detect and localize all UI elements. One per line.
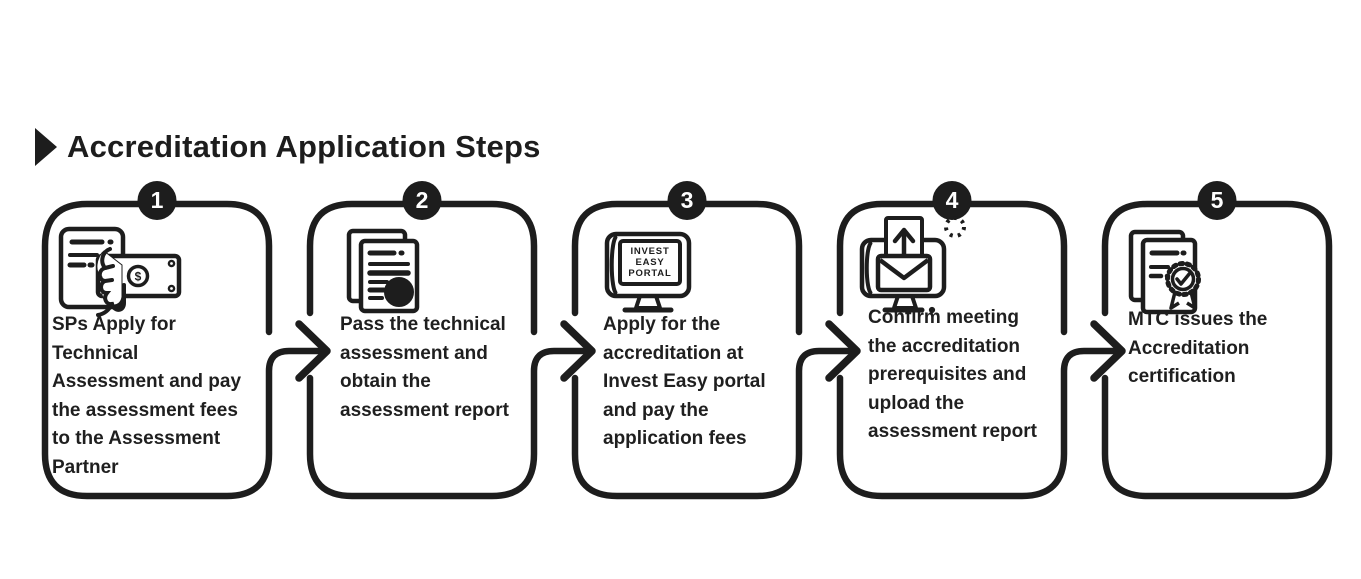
step-card-1: 1 $ SPs Apply for Te <box>42 181 272 499</box>
step-badge-5: 5 <box>1197 181 1237 220</box>
certificate-icon <box>1125 228 1213 318</box>
step-description-4: Confirm meeting the accreditation prereq… <box>868 307 1037 442</box>
step-description-1: SPs Apply for Technical Assessment and p… <box>52 314 242 478</box>
box-outline-3-bottom <box>571 347 857 500</box>
payment-hand-icon: $ <box>57 225 183 317</box>
box-outline-1 <box>41 200 327 500</box>
step-badge-4: 4 <box>932 181 972 220</box>
assessment-report-icon <box>337 228 423 314</box>
title-bullet-icon <box>35 128 57 166</box>
flow-arrow-1 <box>295 320 331 382</box>
box-outline-4-bottom <box>836 347 1122 500</box>
step-description-3: Apply for the accreditation at Invest Ea… <box>603 314 766 449</box>
step-description-2: Pass the technical assessment and obtain… <box>340 314 509 421</box>
step-badge-3: 3 <box>667 181 707 220</box>
title-row: Accreditation Application Steps <box>35 128 541 166</box>
flow-arrow-3 <box>825 320 861 382</box>
dollar-sign: $ <box>135 270 142 284</box>
box-outline-2-bottom <box>306 347 592 500</box>
invest-easy-portal-icon: INVEST EASY PORTAL <box>597 230 697 320</box>
flow-arrow-4 <box>1090 320 1126 382</box>
step-card-5: 5 MTC issues the Accreditation certifica… <box>1102 181 1332 499</box>
upload-report-icon <box>856 214 968 322</box>
step-card-2: 2 Pass the technical assessment and obta… <box>307 181 537 499</box>
step-description-5: MTC issues the Accreditation certificati… <box>1128 309 1268 387</box>
step-badge-2: 2 <box>402 181 442 220</box>
step-card-4: 4 Confirm meeting the accreditation prer… <box>837 181 1067 499</box>
step-card-3: 3 INVEST EASY PORTAL Apply for the accre… <box>572 181 802 499</box>
step-badge-1: 1 <box>137 181 177 220</box>
portal-screen-label: INVEST EASY PORTAL <box>628 245 672 279</box>
box-outline-5 <box>1101 200 1333 500</box>
flow-arrow-2 <box>560 320 596 382</box>
page-title: Accreditation Application Steps <box>67 129 541 164</box>
